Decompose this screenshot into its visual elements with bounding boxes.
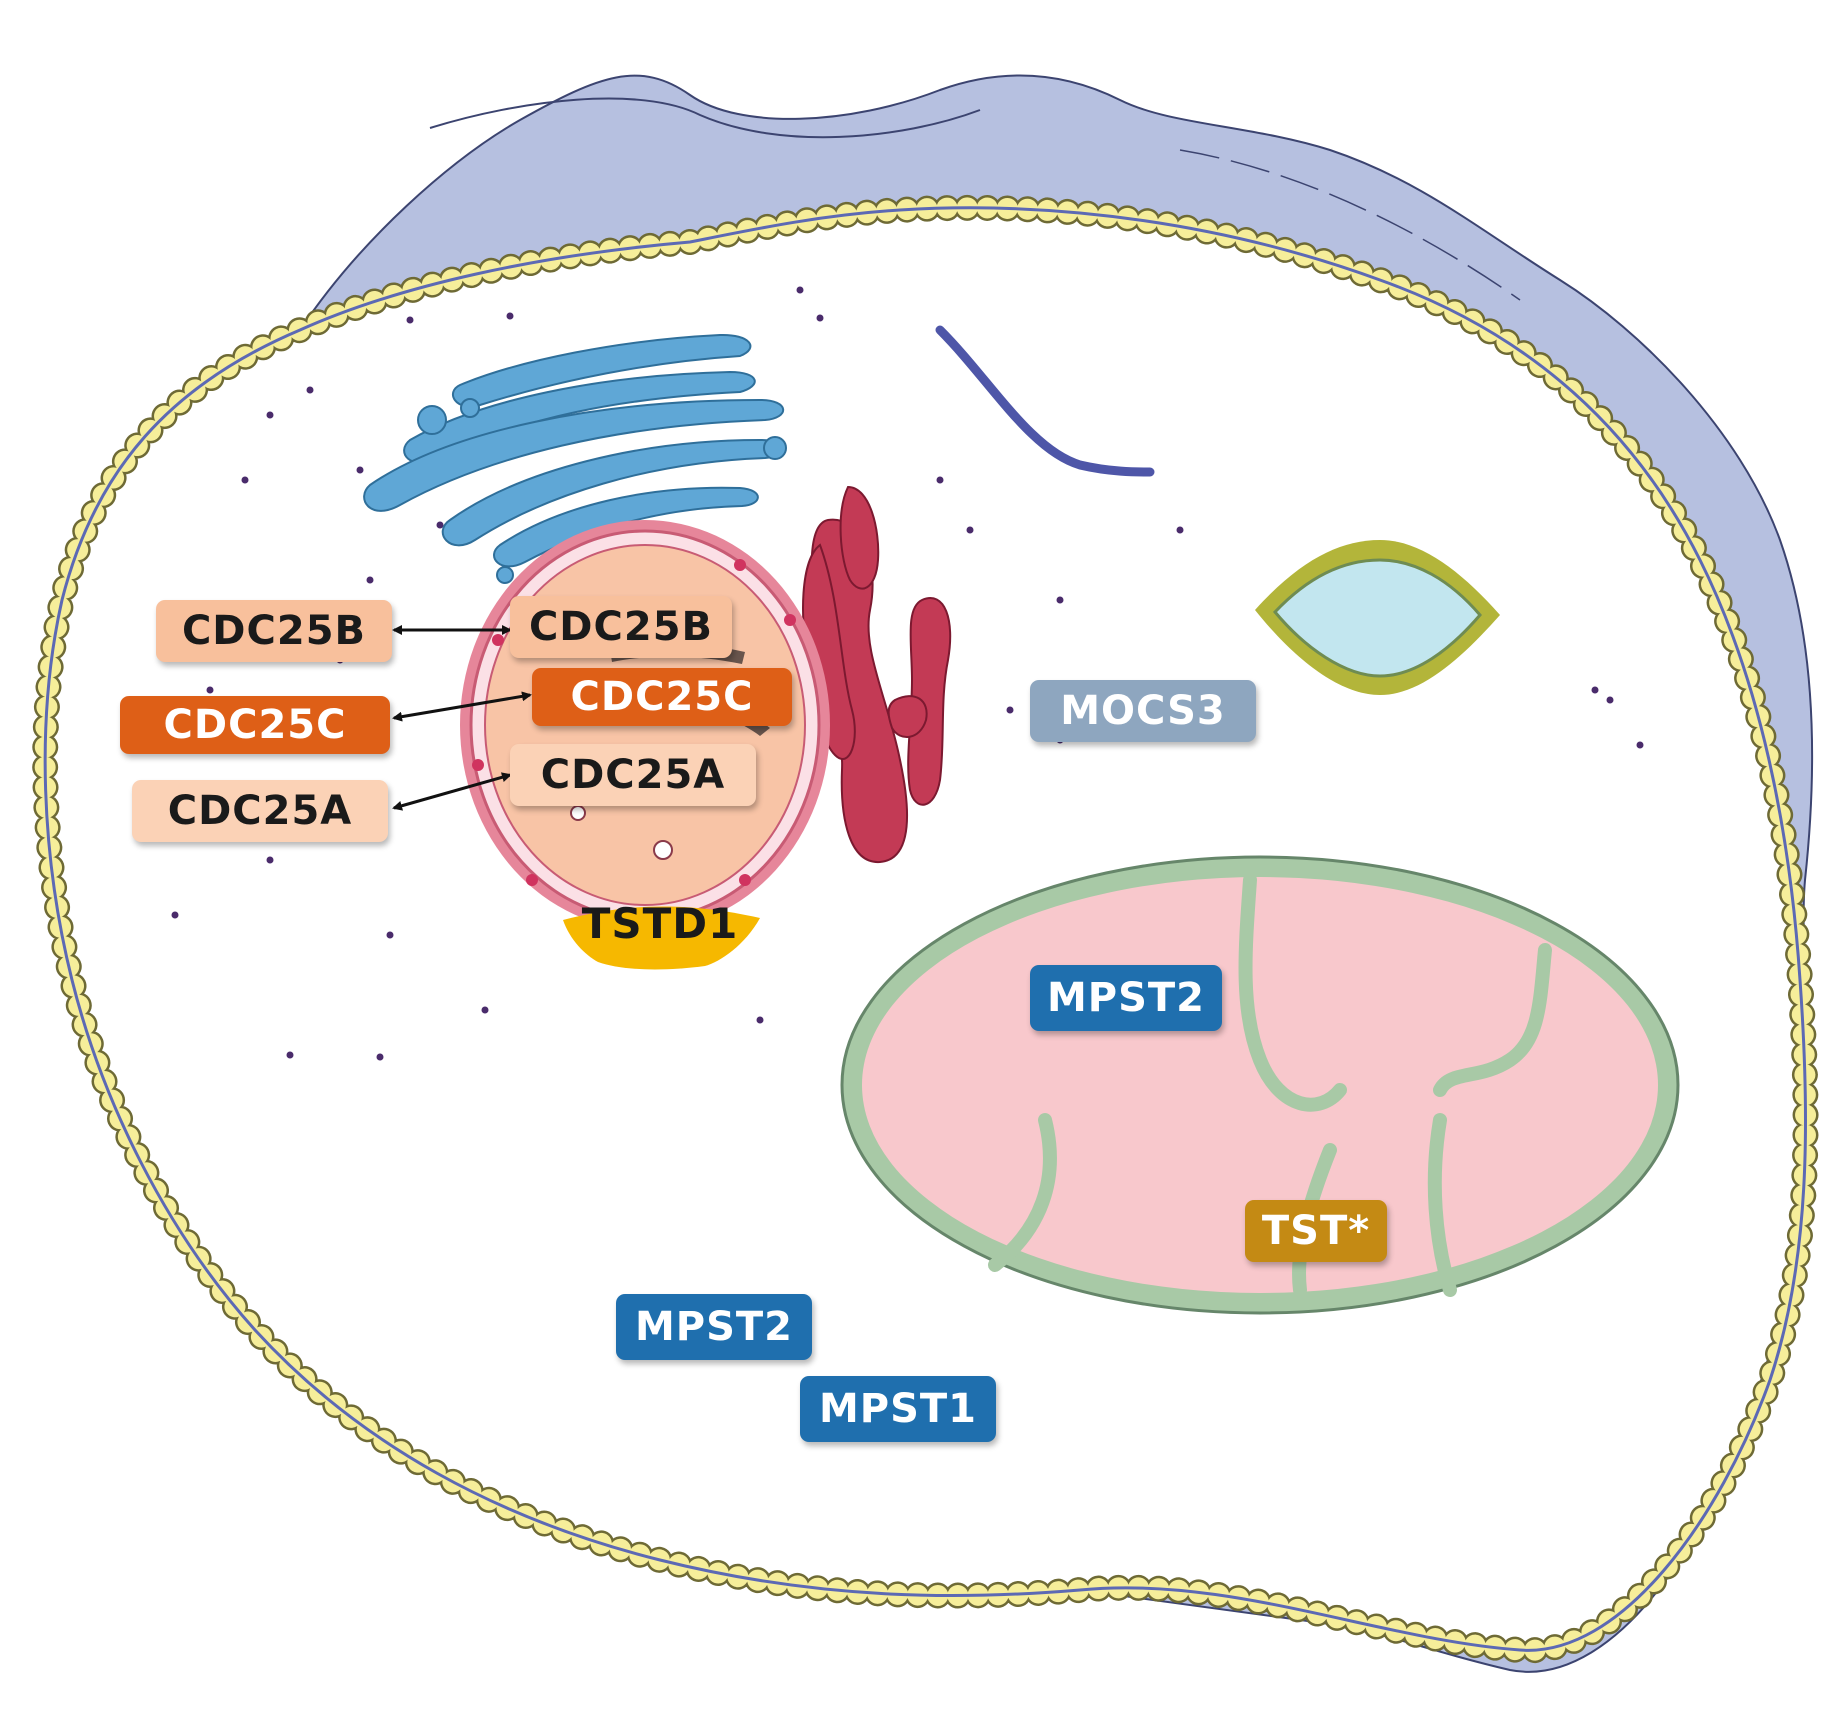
tstd1-label: TSTD1	[581, 898, 739, 948]
cytoplasmic-cdc25b-label: CDC25B	[156, 600, 392, 662]
golgi-apparatus	[363, 333, 787, 584]
mocs3-label: MOCS3	[1030, 680, 1256, 742]
tstd1-patch	[563, 906, 760, 970]
shuttle-arrows	[392, 625, 532, 811]
cytoskeleton-filament	[935, 325, 1155, 477]
nuclear-cdc25a-label: CDC25A	[510, 744, 756, 806]
cytoplasmic-cdc25a-label: CDC25A	[132, 780, 388, 842]
cytoplasm-fold-line	[429, 97, 981, 139]
cytosol-particles	[171, 286, 1644, 1061]
tst-label: TST*	[1245, 1200, 1387, 1262]
cdc25a-arrow	[392, 772, 512, 811]
endoplasmic-reticulum	[802, 485, 952, 864]
cytoplasmic-cdc25c-label: CDC25C	[120, 696, 390, 754]
cytoplasm-fold-line	[1179, 149, 1521, 301]
cdc25c-arrow	[392, 691, 532, 722]
nucleolus	[570, 805, 586, 821]
nuclear-cdc25b-label: CDC25B	[510, 596, 732, 658]
cytoplasmic-mpst1-label: MPST1	[800, 1376, 996, 1442]
nucleolus	[653, 840, 673, 860]
vesicle	[1255, 540, 1500, 695]
mitochondrial-mpst2-label: MPST2	[1030, 965, 1222, 1031]
nuclear-cdc25c-label: CDC25C	[532, 668, 792, 726]
cytoplasmic-mpst2-label: MPST2	[616, 1294, 812, 1360]
